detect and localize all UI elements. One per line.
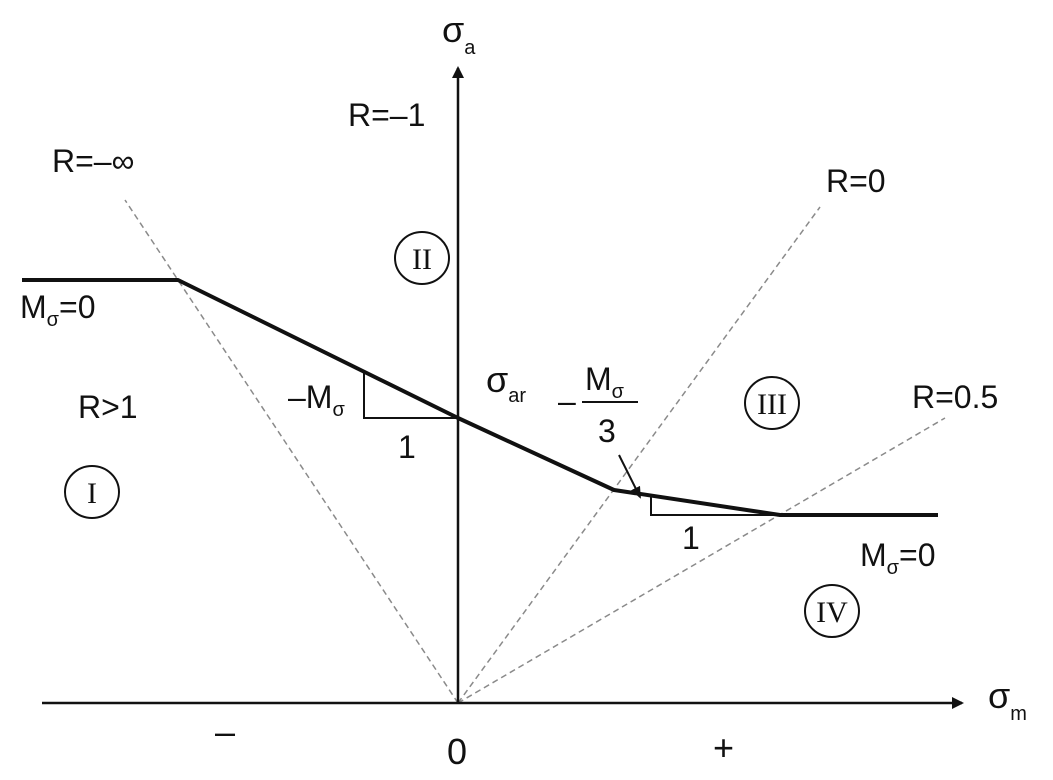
y-axis-label: σa (442, 9, 476, 59)
region-i: I (64, 465, 120, 519)
slope-triangle-right (650, 496, 780, 516)
m-sigma-zero-left: Mσ=0 (20, 289, 95, 331)
limit-curve (22, 278, 938, 517)
slope-pointer-arrow (618, 454, 641, 499)
r-gt-one-label: R>1 (78, 389, 138, 425)
slope-right-numerator: Mσ (585, 361, 625, 403)
r-half-label: R=0.5 (912, 379, 998, 415)
m-sigma-zero-right: Mσ=0 (860, 537, 935, 579)
slope-right-run: 1 (682, 520, 700, 556)
sigma-ar-label: σar (486, 359, 526, 407)
x-axis-label: σm (988, 675, 1027, 725)
r-neg-one-label: R=–1 (348, 97, 425, 133)
slope-right-prefix: – (558, 383, 576, 419)
origin-label: 0 (447, 731, 467, 772)
region-ii: II (394, 231, 450, 285)
slope-left-label: –Mσ (288, 379, 345, 421)
negative-sign: – (215, 711, 235, 752)
positive-sign: + (713, 727, 734, 768)
r-neg-inf-label: R=–∞ (52, 143, 134, 179)
r-neg-inf-line (124, 199, 459, 704)
svg-text:IV: IV (816, 596, 848, 629)
r-half-line (457, 417, 946, 704)
svg-text:III: III (757, 388, 787, 421)
r-zero-label: R=0 (826, 163, 886, 199)
r-zero-line (457, 206, 821, 704)
svg-text:II: II (412, 243, 432, 276)
slope-triangle-left (363, 372, 458, 419)
region-iv: IV (804, 584, 860, 638)
region-iii: III (744, 376, 800, 430)
slope-right-denominator: 3 (598, 413, 616, 449)
slope-left-run: 1 (398, 429, 416, 465)
svg-text:I: I (87, 477, 97, 510)
